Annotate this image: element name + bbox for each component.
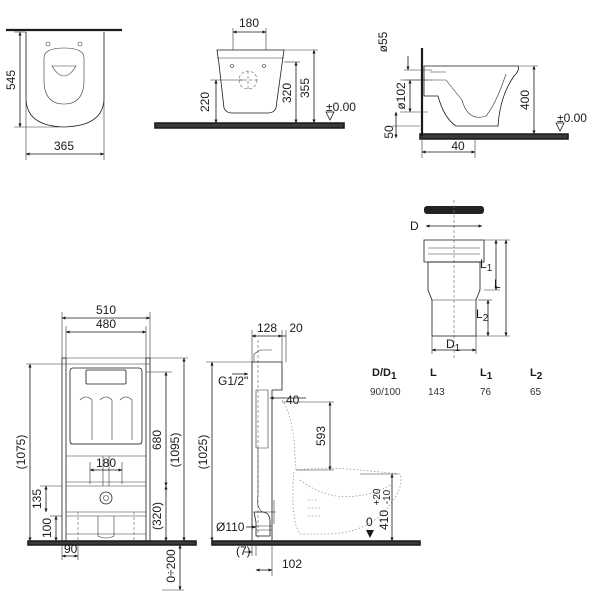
dim-102: 102 [282,557,302,571]
frame-side-bowl [281,399,402,535]
side-view-trap [445,73,507,118]
top-view: 545 365 [4,28,122,160]
dim-1075: (1075) [14,435,28,470]
level-marker-front [325,111,335,121]
side-view-bowl [423,65,519,127]
dim-1095: (1095) [168,433,182,468]
table-cell: 143 [428,387,445,398]
dim-355: 355 [298,78,312,98]
frame-front-cistern [69,367,143,445]
side-view-floor [419,133,569,140]
connector-collar [423,239,485,263]
dim-90: 90 [64,542,78,556]
label-l2: L2 [476,307,489,324]
front-view-bowl [216,49,285,114]
dim-40-side: 40 [451,139,465,153]
flush-plate-slot [85,369,127,385]
table-cell: 65 [530,387,542,398]
label-l1: L1 [480,257,493,274]
label-d: D [410,219,419,233]
tolerance-upper: +20 [372,488,383,505]
thread-label: G1/2" [218,374,248,388]
level-front: ±0.00 [326,100,356,114]
connector-body [427,261,481,337]
front-view: 180 220 320 355 ±0.00 [154,16,356,129]
table-header-l: L [430,367,437,379]
dim-680: 680 [150,430,164,450]
top-view-hinge-left [45,41,51,47]
frame-upright-left [61,357,67,542]
dim-128: 128 [257,321,277,335]
frame-front-floor [27,540,197,546]
dim-40-frame: 40 [286,393,300,407]
level-marker-frame [366,530,374,538]
dim-410: 410 [377,510,391,530]
dim-400: 400 [518,90,532,110]
dim-135: 135 [30,489,44,509]
dim-o55: ø55 [376,31,390,52]
table-cell: 90/100 [370,387,401,398]
dim-365: 365 [54,139,74,153]
level-marker-side [555,122,565,132]
frame-front-drain [99,491,113,505]
level-side: ±0.00 [557,111,587,125]
dim-0-200: 0÷200 [164,549,178,583]
connector-detail: D L L1 L2 D1 [410,200,510,358]
dim-o102: ø102 [394,82,408,110]
dim-180-frame: 180 [96,456,116,470]
frame-side-drain [253,511,271,537]
top-view-seat-cutout [51,65,77,77]
level-zero: 0 [366,515,373,529]
dim-510: 510 [96,303,116,317]
table-header-l2: L2 [530,367,543,382]
table-cell: 76 [480,387,492,398]
dim-593: 593 [314,426,328,446]
table-header-l1: L1 [480,367,493,382]
dim-1025: (1025) [196,435,210,470]
dim-220: 220 [198,92,212,112]
dim-320-front: 320 [280,83,294,103]
frame-side-body [251,361,283,542]
dim-320-frame: (320) [150,502,164,530]
dim-180-front: 180 [239,16,259,30]
top-view-bowl-inner [43,47,85,105]
front-view-floor [154,122,345,129]
frame-side-view: 128 20 G1/2" 40 593 (1025) Ø110 (7) 102 … [196,321,421,576]
dim-480: 480 [96,317,116,331]
top-view-hinge-right [77,41,83,47]
drain-diameter: Ø110 [216,520,245,534]
side-view: ø55 ø102 50 400 40 ±0.00 [376,31,587,158]
top-view-bowl-outline [25,32,105,128]
dim-20: 20 [289,321,303,335]
dim-100: 100 [40,518,54,538]
connector-table: D/D1 L L1 L2 90/100 143 76 65 [370,367,543,398]
frame-side-floor [211,540,421,546]
dim-545: 545 [4,70,18,90]
label-l: L [494,277,501,291]
label-d1: D1 [446,337,461,354]
tolerance-lower: -10 [382,489,393,504]
dim-50: 50 [382,125,396,139]
frame-front-view: 510 480 (1075) (1095) 680 (320) 180 135 … [14,303,197,591]
dim-7: (7) [236,544,251,558]
table-header-d-d1: D/D1 [372,367,397,382]
